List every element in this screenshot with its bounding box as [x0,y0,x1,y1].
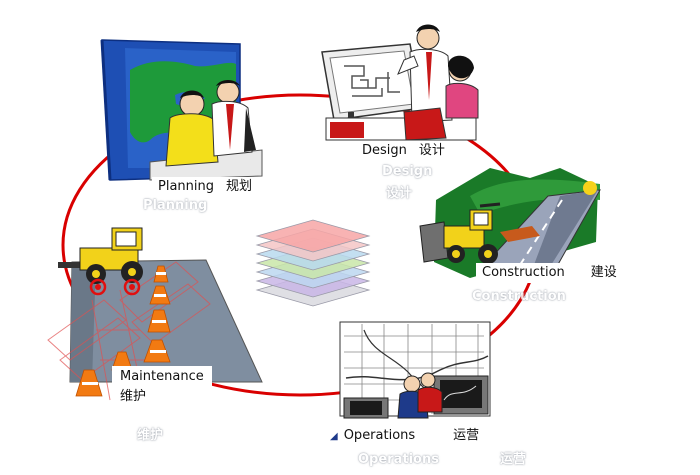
design-label-zh: 设计 [418,143,445,158]
design-label: Design 设计 [356,141,451,161]
operations-label-zh: 运营 [453,428,480,443]
maintenance-road-roller-illustration [47,227,263,401]
maintenance-label-zh: 维护 [120,389,147,404]
planning-label-en: Planning [158,179,214,194]
layer-stack-icon [255,219,371,307]
maintenance-label-zh-reflection: 维护 [137,428,164,443]
construction-label: Construction 建设 [476,263,617,283]
construction-label-zh: 建设 [590,265,617,280]
planning-label-reflection: Planning [143,198,208,213]
planning-label: Planning 规划 [152,177,259,197]
construction-bulldozer-illustration [419,168,601,278]
operations-label-zh-reflection: 运营 [500,452,527,467]
design-label-en: Design [362,143,407,158]
planning-meeting-illustration [100,39,263,181]
maintenance-label: Maintenance 维护 [112,366,212,408]
design-drafting-illustration [321,24,479,141]
construction-label-en: Construction [482,265,565,280]
layer-sheet-1 [255,219,371,253]
construction-label-reflection: Construction [472,289,566,304]
design-label-zh-reflection: 设计 [386,186,413,201]
operations-label-reflection: Operations [358,452,439,467]
maintenance-label-en: Maintenance [120,369,204,384]
operations-label-en: Operations [343,428,416,443]
operations-control-room-illustration [339,321,491,419]
design-label-reflection: Design [382,164,433,179]
planning-label-zh: 规划 [226,179,253,194]
operations-triangle-icon: ◢ [330,431,338,442]
operations-label: ◢ Operations 运营 [324,426,490,447]
